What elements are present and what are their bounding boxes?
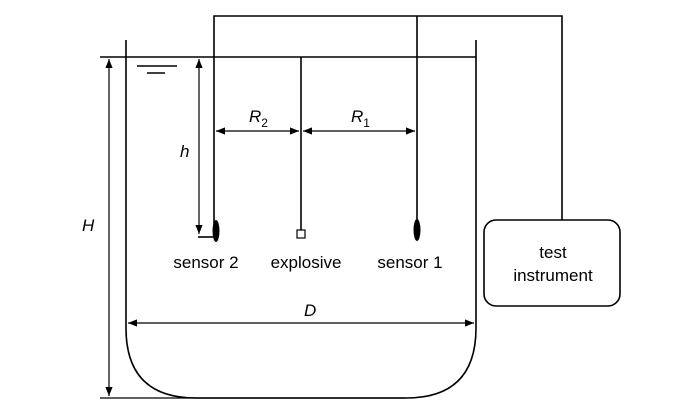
label-sensor-1: sensor 1 bbox=[377, 253, 442, 272]
water-level-symbol bbox=[137, 65, 177, 74]
sensor-1-gauge bbox=[413, 219, 421, 241]
label-sensor-2: sensor 2 bbox=[173, 253, 238, 272]
label-explosive: explosive bbox=[271, 253, 342, 272]
label-R1: R1 bbox=[351, 107, 370, 130]
explosive-charge bbox=[296, 229, 306, 239]
label-h: h bbox=[180, 142, 189, 161]
label-H: H bbox=[82, 216, 95, 235]
label-instrument-line1: test bbox=[539, 243, 567, 262]
sensor-cable bbox=[213, 15, 563, 237]
label-R2: R2 bbox=[249, 107, 268, 130]
label-D: D bbox=[304, 301, 316, 320]
sensor-2-gauge bbox=[198, 220, 220, 242]
label-instrument-line2: instrument bbox=[513, 266, 593, 285]
test-instrument-box bbox=[483, 219, 621, 307]
